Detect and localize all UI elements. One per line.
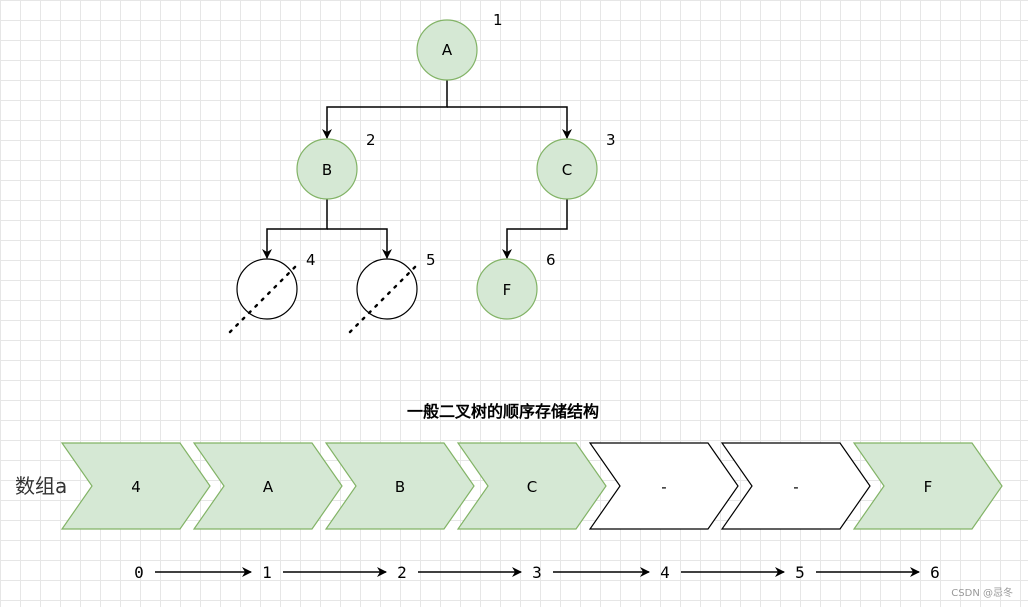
tree-node-c: C <box>536 138 598 200</box>
array-index: 0 <box>134 563 144 582</box>
array-cell-5: - <box>720 442 871 530</box>
tree-node-b: B <box>296 138 358 200</box>
array-cell-value: A <box>263 478 274 496</box>
array-index: 2 <box>397 563 407 582</box>
edge-c-f <box>502 199 568 259</box>
array-index: 4 <box>660 563 670 582</box>
node-label: B <box>322 161 332 179</box>
node-index: 2 <box>366 131 376 149</box>
edge-b-5 <box>327 228 392 259</box>
array-cell-0: 4 <box>60 442 211 530</box>
array-cell-value: B <box>395 478 405 496</box>
diagram-title: 一般二叉树的顺序存储结构 <box>407 402 599 421</box>
empty-node-4 <box>228 258 302 334</box>
array-cell-value: - <box>793 478 798 496</box>
array-index: 1 <box>262 563 272 582</box>
node-index: 6 <box>546 251 556 269</box>
tree-node-a: A <box>416 19 478 81</box>
node-index: 4 <box>306 251 316 269</box>
array-cell-6: F <box>852 442 1003 530</box>
array-cell-value: 4 <box>131 478 141 496</box>
array-cell-value: C <box>527 478 537 496</box>
node-label: F <box>503 281 512 299</box>
node-label: A <box>442 41 453 59</box>
edge-a-c <box>447 106 572 139</box>
array-cell-2: B <box>324 442 475 530</box>
array-cell-value: - <box>661 478 666 496</box>
array-cell-4: - <box>588 442 739 530</box>
array-cell-1: A <box>192 442 343 530</box>
array-cell-3: C <box>456 442 607 530</box>
node-index: 5 <box>426 251 436 269</box>
tree-node-f: F <box>476 258 538 320</box>
edge-a-b <box>322 80 448 139</box>
array-index: 3 <box>532 563 542 582</box>
edge-b-4 <box>262 199 328 259</box>
node-index: 3 <box>606 131 616 149</box>
array-label: 数组a <box>15 474 67 498</box>
array-cell-value: F <box>924 478 933 496</box>
credit-watermark: CSDN @忌冬 <box>951 586 1013 599</box>
node-label: C <box>562 161 572 179</box>
array-index: 6 <box>930 563 940 582</box>
empty-node-5 <box>348 258 422 334</box>
array-index: 5 <box>795 563 805 582</box>
node-index: 1 <box>493 11 503 29</box>
